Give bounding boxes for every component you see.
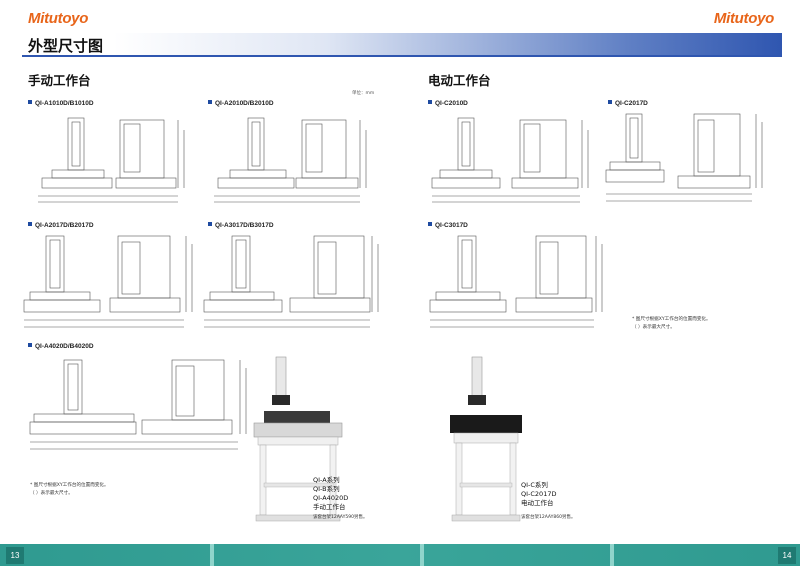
model-label-text: QI-A1010D/B1010D <box>35 100 94 107</box>
model-label-text: QI-C2010D <box>435 100 468 107</box>
model-label-text: QI-A2017D/B2017D <box>35 222 94 229</box>
section-title-electric: 电动工作台 <box>428 73 491 88</box>
footnote-line: （ ）表示最大尺寸。 <box>30 490 73 496</box>
caption-electric-stand: 该套台架12AAY860另售。 <box>521 515 576 520</box>
mitutoyo-logo-left: Mitutoyo <box>28 10 89 27</box>
footer-stripe <box>420 544 424 566</box>
model-label-a2010: QI-A2010D/B2010D <box>208 100 274 107</box>
model-label-a4020: QI-A4020D/B4020D <box>28 343 94 350</box>
unit-note: 单位：mm <box>352 91 375 96</box>
footer-band <box>0 544 800 566</box>
title-underline <box>22 55 782 57</box>
model-label-a3017: QI-A3017D/B3017D <box>208 222 274 229</box>
model-label-c3017: QI-C3017D <box>428 222 468 229</box>
model-label-text: QI-C3017D <box>435 222 468 229</box>
drawing-a3017 <box>203 230 384 335</box>
page-title: 外型尺寸图 <box>28 37 104 55</box>
section-title-manual: 手动工作台 <box>28 73 91 88</box>
footer-stripe <box>610 544 614 566</box>
marker-square <box>608 100 612 104</box>
footnote-line: * 图尺寸根据XY工作台的位置而变化。 <box>632 317 711 322</box>
photo-manual-stage <box>246 355 356 527</box>
model-label-a1010: QI-A1010D/B1010D <box>28 100 94 107</box>
footnote-left: * 图尺寸根据XY工作台的位置而变化。 （ ）表示最大尺寸。 <box>30 482 109 497</box>
marker-square <box>208 222 212 226</box>
caption-line: QI-A系列 <box>313 476 340 484</box>
model-label-text: QI-A4020D/B4020D <box>35 343 94 350</box>
drawing-c3017 <box>428 230 608 335</box>
caption-line: 电动工作台 <box>521 499 554 507</box>
mitutoyo-logo-right: Mitutoyo <box>713 10 774 27</box>
model-label-text: QI-A3017D/B3017D <box>215 222 274 229</box>
page-number-right: 14 <box>778 547 796 564</box>
model-label-c2010: QI-C2010D <box>428 100 468 107</box>
caption-line: 手动工作台 <box>313 503 346 511</box>
footnote-right: * 图尺寸根据XY工作台的位置而变化。 （ ）表示最大尺寸。 <box>632 316 711 331</box>
caption-line: QI-A4020D <box>313 494 349 502</box>
model-label-text: QI-A2010D/B2010D <box>215 100 274 107</box>
model-label-text: QI-C2017D <box>615 100 648 107</box>
caption-line: QI-B系列 <box>313 485 340 493</box>
page-number-left: 13 <box>6 547 24 564</box>
drawing-a2010 <box>208 110 378 210</box>
marker-square <box>28 222 32 226</box>
marker-square <box>28 343 32 347</box>
drawing-c2010 <box>428 110 600 210</box>
caption-electric: QI-C系列 QI-C2017D 电动工作台 <box>521 481 556 508</box>
model-label-a2017: QI-A2017D/B2017D <box>28 222 94 229</box>
footer-stripe <box>210 544 214 566</box>
marker-square <box>208 100 212 104</box>
caption-line: QI-C2017D <box>521 490 557 498</box>
drawing-a1010 <box>28 110 198 210</box>
marker-square <box>28 100 32 104</box>
marker-square <box>428 100 432 104</box>
caption-manual-stand: 该套台架12AAY590另售。 <box>313 515 368 520</box>
footnote-line: （ ）表示最大尺寸。 <box>632 324 675 330</box>
marker-square <box>428 222 432 226</box>
footnote-line: * 图尺寸根据XY工作台的位置而变化。 <box>30 483 109 488</box>
model-label-c2017: QI-C2017D <box>608 100 648 107</box>
drawing-a4020 <box>28 352 258 462</box>
drawing-c2017 <box>600 110 772 210</box>
title-band <box>22 33 782 55</box>
drawing-a2017 <box>22 230 202 335</box>
caption-manual: QI-A系列 QI-B系列 QI-A4020D 手动工作台 <box>313 476 348 512</box>
photo-electric-stage <box>440 355 532 527</box>
caption-line: QI-C系列 <box>521 481 548 489</box>
